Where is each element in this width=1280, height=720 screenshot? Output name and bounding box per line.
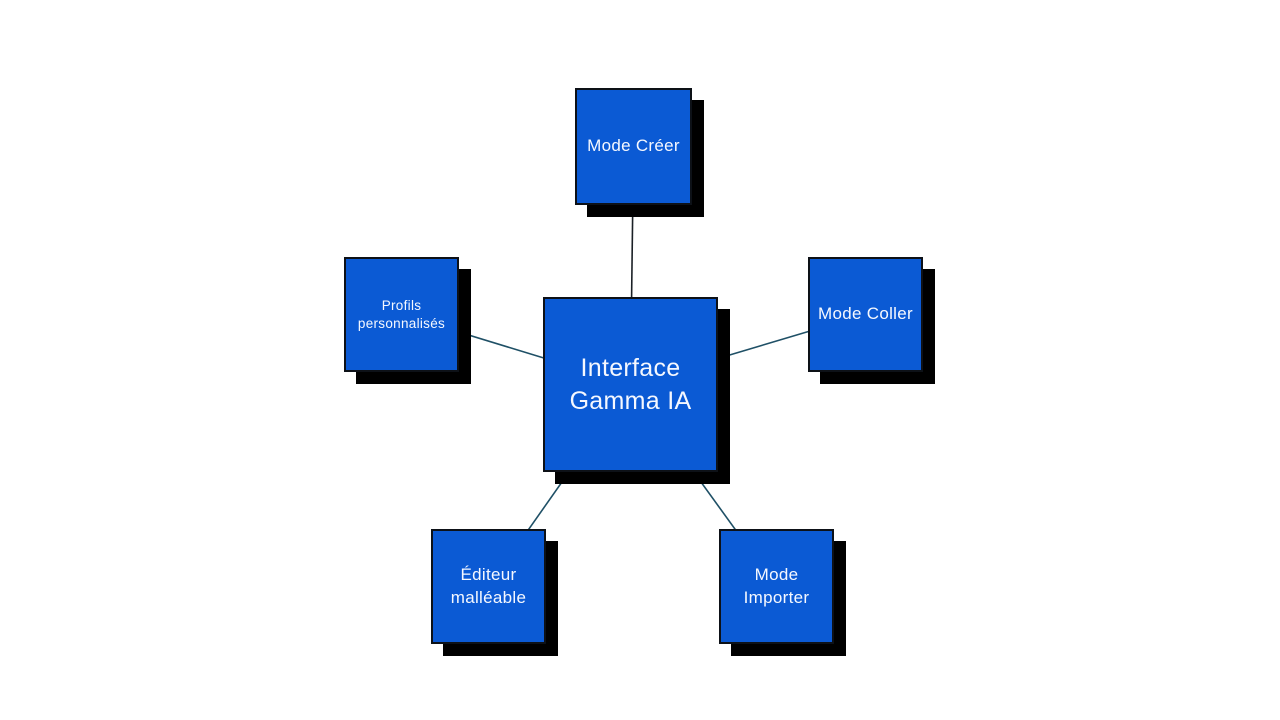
node-mode-importer: Mode Importer	[719, 529, 834, 644]
node-mode-coller-label: Mode Coller	[818, 304, 913, 324]
node-interface-gamma-ia-label: Interface Gamma IA	[569, 353, 692, 415]
node-editeur-malleable-label: Éditeur malléable	[450, 565, 527, 607]
node-mode-creer: Mode Créer	[575, 88, 692, 205]
node-mode-importer-label: Mode Importer	[743, 565, 810, 607]
node-mode-coller: Mode Coller	[808, 257, 923, 372]
node-profils-personnalises: Profils personnalisés	[344, 257, 459, 372]
node-editeur-malleable: Éditeur malléable	[431, 529, 546, 644]
node-interface-gamma-ia: Interface Gamma IA	[543, 297, 718, 472]
node-mode-creer-label: Mode Créer	[587, 136, 680, 156]
node-profils-personnalises-label: Profils personnalisés	[357, 297, 446, 331]
